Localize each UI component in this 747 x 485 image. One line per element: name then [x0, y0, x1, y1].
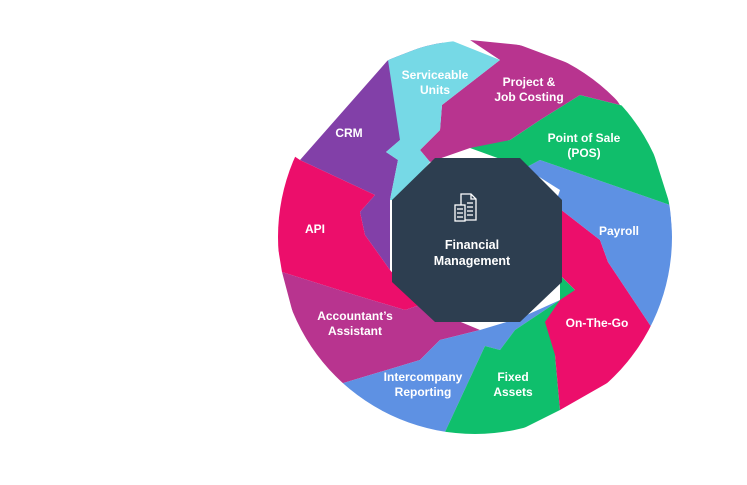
on-the-go-label: On-The-Go [566, 316, 629, 330]
segment-ring [278, 40, 672, 434]
serviceable-units-label-line2: Units [420, 83, 450, 97]
segment-shape-accountants-assistant [282, 272, 480, 390]
segment-shape-intercompany-reporting [320, 300, 560, 432]
segment-shape-payroll [525, 160, 672, 328]
point-of-sale-label-line1: Point of Sale [548, 131, 621, 145]
project-job-costing-label-line1: Project & [503, 75, 556, 89]
segment-shape-serviceable-units [386, 40, 500, 200]
accountants-assistant-label-line1: Accountant’s [317, 309, 393, 323]
crm-label: CRM [335, 126, 362, 140]
center-octagon [392, 158, 562, 322]
segment-shape-fixed-assets [445, 275, 575, 434]
center-title-line2: Management [434, 254, 511, 268]
segment-shape-api [278, 150, 420, 310]
serviceable-units-label-line1: Serviceable [402, 68, 469, 82]
intercompany-reporting-label-line1: Intercompany [384, 370, 463, 384]
fixed-assets-label-line2: Assets [493, 385, 533, 399]
fixed-assets-label-line1: Fixed [497, 370, 528, 384]
project-job-costing-label-line2: Job Costing [494, 90, 563, 104]
point-of-sale-label-line2: (POS) [567, 146, 600, 160]
payroll-label: Payroll [599, 224, 639, 238]
accountants-assistant-label-line2: Assistant [328, 324, 382, 338]
segment-shape-project-job-costing [420, 40, 620, 162]
segment-shape-point-of-sale [470, 95, 670, 205]
segment-shape-on-the-go [545, 205, 652, 410]
center-title-line1: Financial [445, 238, 499, 252]
intercompany-reporting-label-line2: Reporting [395, 385, 452, 399]
api-label: API [305, 222, 325, 236]
document-spreadsheet-icon [454, 193, 477, 222]
